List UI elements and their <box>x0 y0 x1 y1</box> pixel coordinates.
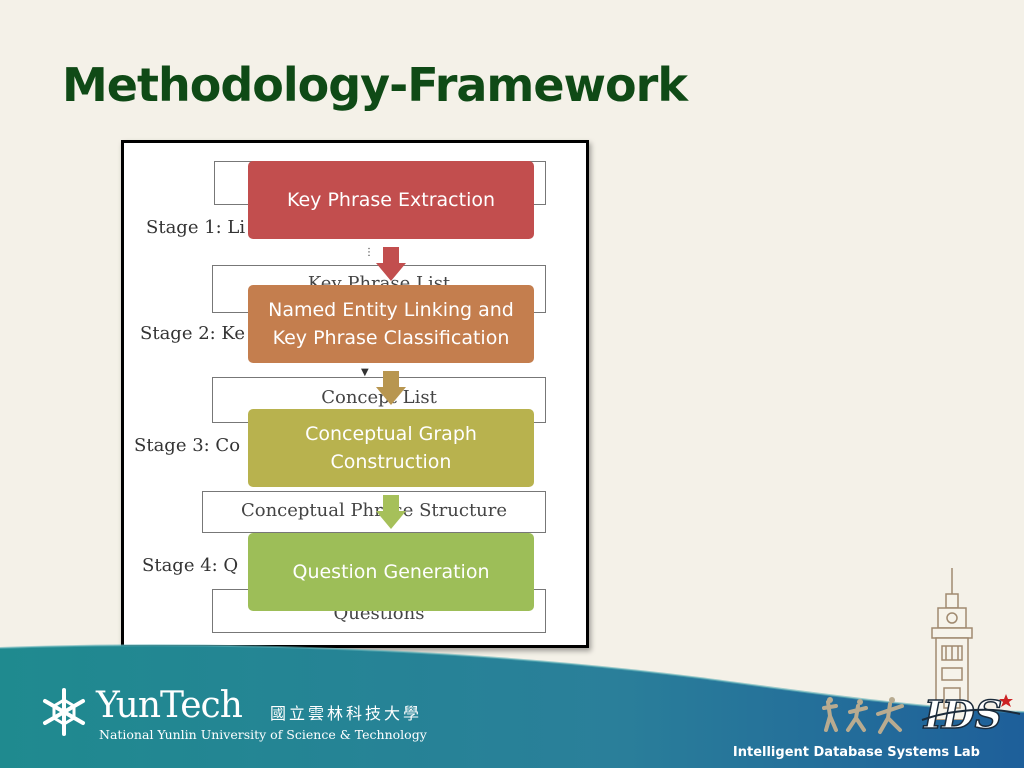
down-arrow-icon <box>376 247 406 281</box>
stage4-label: Stage 4: Q <box>142 555 239 576</box>
step-conceptual-graph-construction: Conceptual Graph Construction <box>248 409 534 487</box>
step-label: Named Entity Linking and Key Phrase Clas… <box>268 299 514 349</box>
down-arrow-icon <box>376 371 406 405</box>
framework-figure: Stage 1: Li ⋮ Key Phrase List Stage 2: K… <box>121 140 589 648</box>
conceptual-phrase-structure-box: Conceptual Phrase Structure <box>202 491 546 533</box>
step-question-generation: Question Generation <box>248 533 534 611</box>
university-full-name: National Yunlin University of Science & … <box>99 727 427 742</box>
ids-lab-logo-icon: IDS <box>921 691 1021 736</box>
footer-wave-band <box>0 644 1024 768</box>
slide-title: Methodology-Framework <box>62 58 688 112</box>
yuntech-logo-icon <box>43 688 85 736</box>
stage2-small-arrow: ▼ <box>361 367 369 378</box>
clock-tower-icon <box>931 568 973 720</box>
stage2-label: Stage 2: Ke <box>140 323 246 344</box>
university-name: YunTech <box>96 685 243 726</box>
step-named-entity-linking: Named Entity Linking and Key Phrase Clas… <box>248 285 534 363</box>
stage1-label: Stage 1: Li <box>146 217 246 238</box>
step-label: Key Phrase Extraction <box>286 189 496 211</box>
step-key-phrase-extraction: Key Phrase Extraction <box>248 161 534 239</box>
step-label: Conceptual Graph Construction <box>305 423 477 473</box>
down-arrow-icon <box>376 495 406 529</box>
university-name-cn: 國立雲林科技大學 <box>270 704 423 723</box>
lab-name: Intelligent Database Systems Lab <box>732 745 980 760</box>
dancing-figures-icon <box>822 697 904 734</box>
svg-text:IDS: IDS <box>923 692 1002 736</box>
stage1-small-arrow: ⋮ <box>364 247 374 258</box>
stage3-label: Stage 3: Co <box>134 435 241 456</box>
step-label: Question Generation <box>292 561 490 583</box>
